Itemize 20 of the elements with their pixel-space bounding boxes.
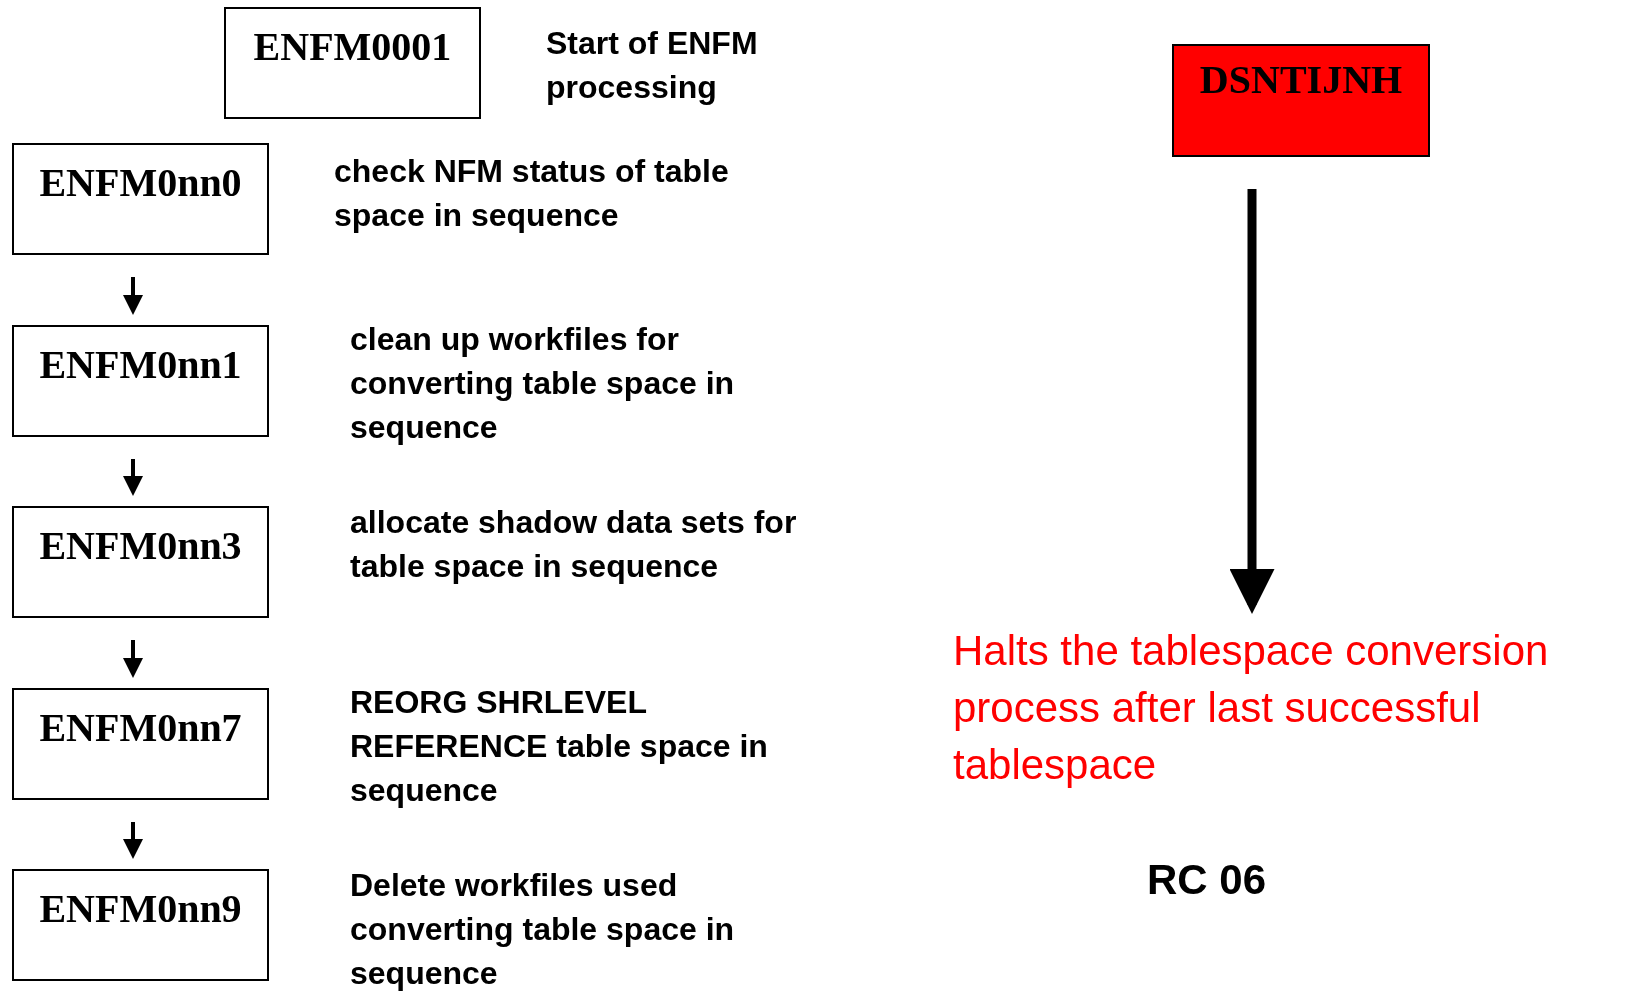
process-box: ENFM0nn3	[12, 506, 269, 618]
arrow	[123, 640, 143, 678]
process-box: ENFM0nn1	[12, 325, 269, 437]
process-box: ENFM0nn0	[12, 143, 269, 255]
process-box: ENFM0001	[224, 7, 481, 119]
return-code-label: RC 06	[1147, 858, 1267, 902]
process-box: ENFM0nn7	[12, 688, 269, 800]
step-description: check NFM status of table space in sequence	[334, 152, 730, 235]
step-description: allocate shadow data sets for table space in sequence	[350, 503, 798, 586]
process-box: DSNTIJNH	[1172, 44, 1430, 157]
arrow	[123, 459, 143, 496]
arrow	[123, 277, 143, 315]
step-description: REORG SHRLEVEL REFERENCE table space in sequence	[350, 683, 769, 810]
note-text: Halts the tablespace conversion process after last successful tablespace	[953, 622, 1643, 797]
arrow	[123, 822, 143, 859]
step-description: clean up workfiles for converting table space in sequence	[350, 320, 736, 447]
step-description: Start of ENFM processing	[546, 24, 759, 107]
step-description: Delete workfiles used converting table space in sequence	[350, 866, 736, 993]
process-box: ENFM0nn9	[12, 869, 269, 981]
arrow	[1229, 189, 1275, 614]
